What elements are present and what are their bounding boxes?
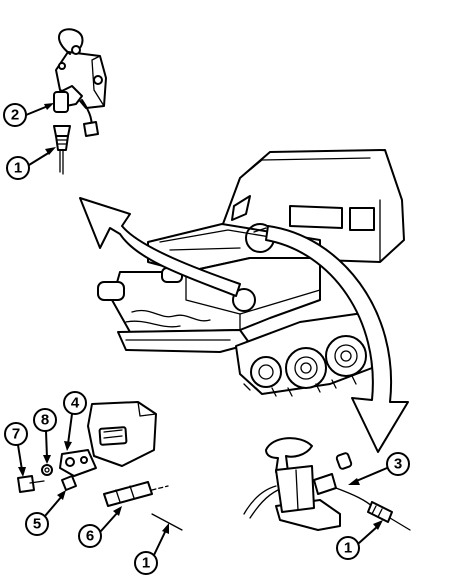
callout-3: 3 (348, 452, 410, 485)
sensor-housing-detail (53, 28, 107, 175)
callout-1-label: 1 (14, 160, 22, 177)
callout-6: 6 (78, 506, 122, 548)
callout-2-label: 2 (11, 107, 19, 124)
curved-arrow-down-right (265, 225, 409, 453)
callout-7-label: 7 (12, 426, 20, 443)
tracked-vehicle (97, 149, 405, 397)
mounted-sensor-detail (243, 437, 411, 531)
callout-4-label: 4 (71, 395, 80, 412)
callout-6-label: 6 (86, 528, 94, 545)
callout-1-topleft: 1 (6, 147, 56, 180)
callout-1-label: 1 (142, 555, 150, 572)
callout-1-bottomcenter: 1 (134, 523, 169, 575)
callout-7: 7 (4, 422, 28, 477)
callout-5-label: 5 (33, 516, 41, 533)
callout-4: 4 (63, 391, 87, 451)
callout-2-topleft: 2 (3, 103, 54, 127)
callout-8-label: 8 (41, 412, 49, 429)
callout-8: 8 (33, 408, 57, 464)
bracket-assembly-detail (17, 401, 183, 531)
callout-3-label: 3 (394, 456, 402, 473)
callout-1-bottomright: 1 (336, 520, 383, 560)
curved-arrow-up-left (79, 197, 241, 297)
callout-5: 5 (25, 490, 66, 536)
callout-1-label: 1 (344, 540, 352, 557)
